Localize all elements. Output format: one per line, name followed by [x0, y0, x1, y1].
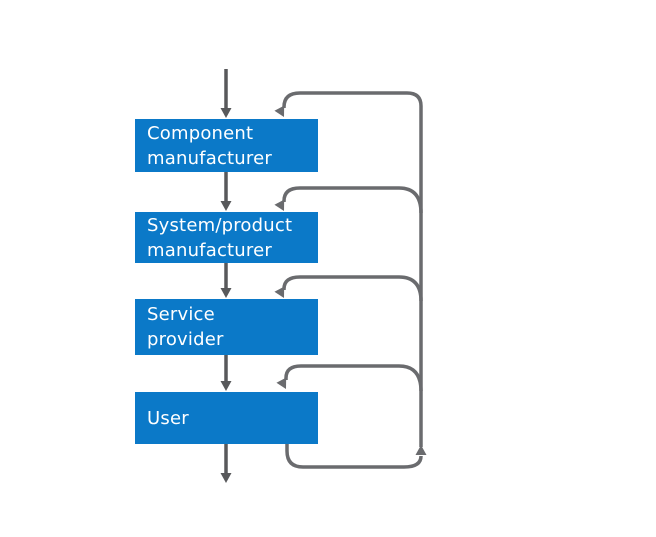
feedback-arrow-from-user-bottom [285, 444, 427, 469]
user-label: User [147, 407, 189, 429]
feedback-arrow-to-component-manufacturer [274, 91, 423, 117]
service-provider-label: Service provider [147, 304, 224, 350]
component-manufacturer-box: Component manufacturer [135, 119, 318, 172]
flow-arrow-service-to-user [220, 355, 232, 391]
system-product-manufacturer-label: System/product manufacturer [147, 214, 293, 261]
component-manufacturer-label: Component manufacturer [147, 122, 272, 169]
flow-arrow-system-to-service [220, 263, 232, 298]
flow-arrow-out-of-user [220, 444, 232, 483]
system-product-manufacturer-box: System/product manufacturer [135, 212, 318, 263]
feedback-arrow-to-service-provider [274, 275, 423, 302]
user-box: User [135, 392, 318, 444]
feedback-arrow-to-system-product-manufacturer [274, 186, 423, 214]
feedback-arrow-to-user [276, 364, 423, 392]
flow-arrow-component-to-system [220, 172, 232, 211]
flow-arrow-into-component-manufacturer [220, 69, 232, 118]
service-provider-box: Service provider [135, 299, 318, 355]
